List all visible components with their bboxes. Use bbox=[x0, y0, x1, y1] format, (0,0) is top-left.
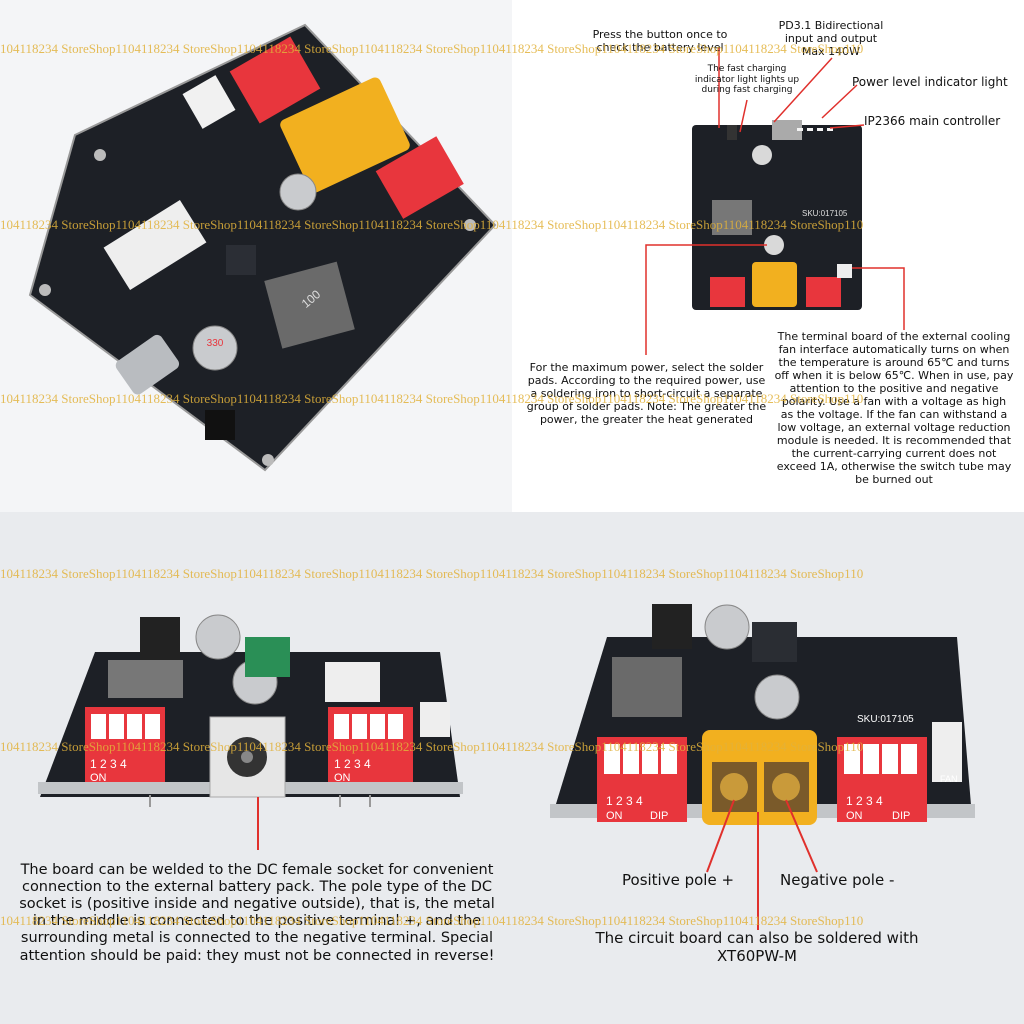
dip-right-on-2: ON bbox=[846, 810, 863, 822]
watermark-row-2: 104118234 StoreShop1104118234 StoreShop1… bbox=[0, 217, 864, 232]
dc-socket-annotation: The board can be welded to the DC female… bbox=[19, 862, 495, 964]
board-angled-illustration bbox=[28, 23, 497, 472]
watermark-row-3: 104118234 StoreShop1104118234 StoreShop1… bbox=[0, 391, 864, 406]
dip-left-on: ON bbox=[90, 772, 107, 784]
photo-board-angled: 100 330 bbox=[0, 0, 512, 512]
power-level-annotation: Power level indicator light bbox=[852, 75, 1008, 89]
dip-left-dip-2: DIP bbox=[650, 810, 669, 822]
watermark-row-6: 104118234 StoreShop1104118234 StoreShop1… bbox=[0, 913, 864, 928]
photo-board-dc-socket: 1 2 3 4 ON 1 2 3 4 ON The board can be w… bbox=[0, 512, 512, 1024]
dip-left-numbers-2: 1 2 3 4 bbox=[606, 794, 643, 808]
board-top-illustration bbox=[645, 47, 905, 355]
fast-charge-annotation: The fast charging indicator light lights… bbox=[694, 64, 800, 96]
dip-left-numbers: 1 2 3 4 bbox=[90, 757, 127, 771]
dip-left-on-2: ON bbox=[606, 810, 623, 822]
sku-label-2: SKU:017105 bbox=[857, 714, 914, 725]
watermark-row-5: 104118234 StoreShop1104118234 StoreShop1… bbox=[0, 739, 864, 754]
watermark-row-4: 104118234 StoreShop1104118234 StoreShop1… bbox=[0, 566, 864, 581]
negative-pole-annotation: Negative pole - bbox=[780, 871, 895, 889]
solder-annotation: For the maximum power, select the solder… bbox=[526, 361, 767, 426]
photo-board-xt60: SKU:017105 1 2 3 4 ON DIP 1 2 3 4 ON DIP… bbox=[512, 512, 1024, 1024]
watermark-row-1: 104118234 StoreShop1104118234 StoreShop1… bbox=[0, 41, 864, 56]
capacitor-label: 330 bbox=[206, 338, 224, 349]
board-dc-illustration bbox=[38, 614, 463, 850]
sku-label: SKU:017105 bbox=[802, 209, 848, 218]
xt60-annotation: The circuit board can also be soldered w… bbox=[595, 929, 919, 965]
button-annotation: Press the button once to check the batte… bbox=[592, 28, 728, 54]
dip-right-numbers-2: 1 2 3 4 bbox=[846, 794, 883, 808]
fan-label: FAN bbox=[940, 774, 958, 784]
fan-annotation: The terminal board of the external cooli… bbox=[774, 330, 1014, 486]
dip-right-dip-2: DIP bbox=[892, 810, 911, 822]
photo-board-annotated: SKU:017105 Press the button once to chec… bbox=[512, 0, 1024, 512]
dip-right-numbers: 1 2 3 4 bbox=[334, 757, 371, 771]
dip-right-on: ON bbox=[334, 772, 351, 784]
positive-pole-annotation: Positive pole + bbox=[622, 871, 735, 889]
pd-annotation: PD3.1 Bidirectional input and output Max… bbox=[778, 19, 884, 58]
controller-annotation: IP2366 main controller bbox=[864, 114, 1001, 128]
board-xt60-illustration bbox=[550, 604, 975, 930]
